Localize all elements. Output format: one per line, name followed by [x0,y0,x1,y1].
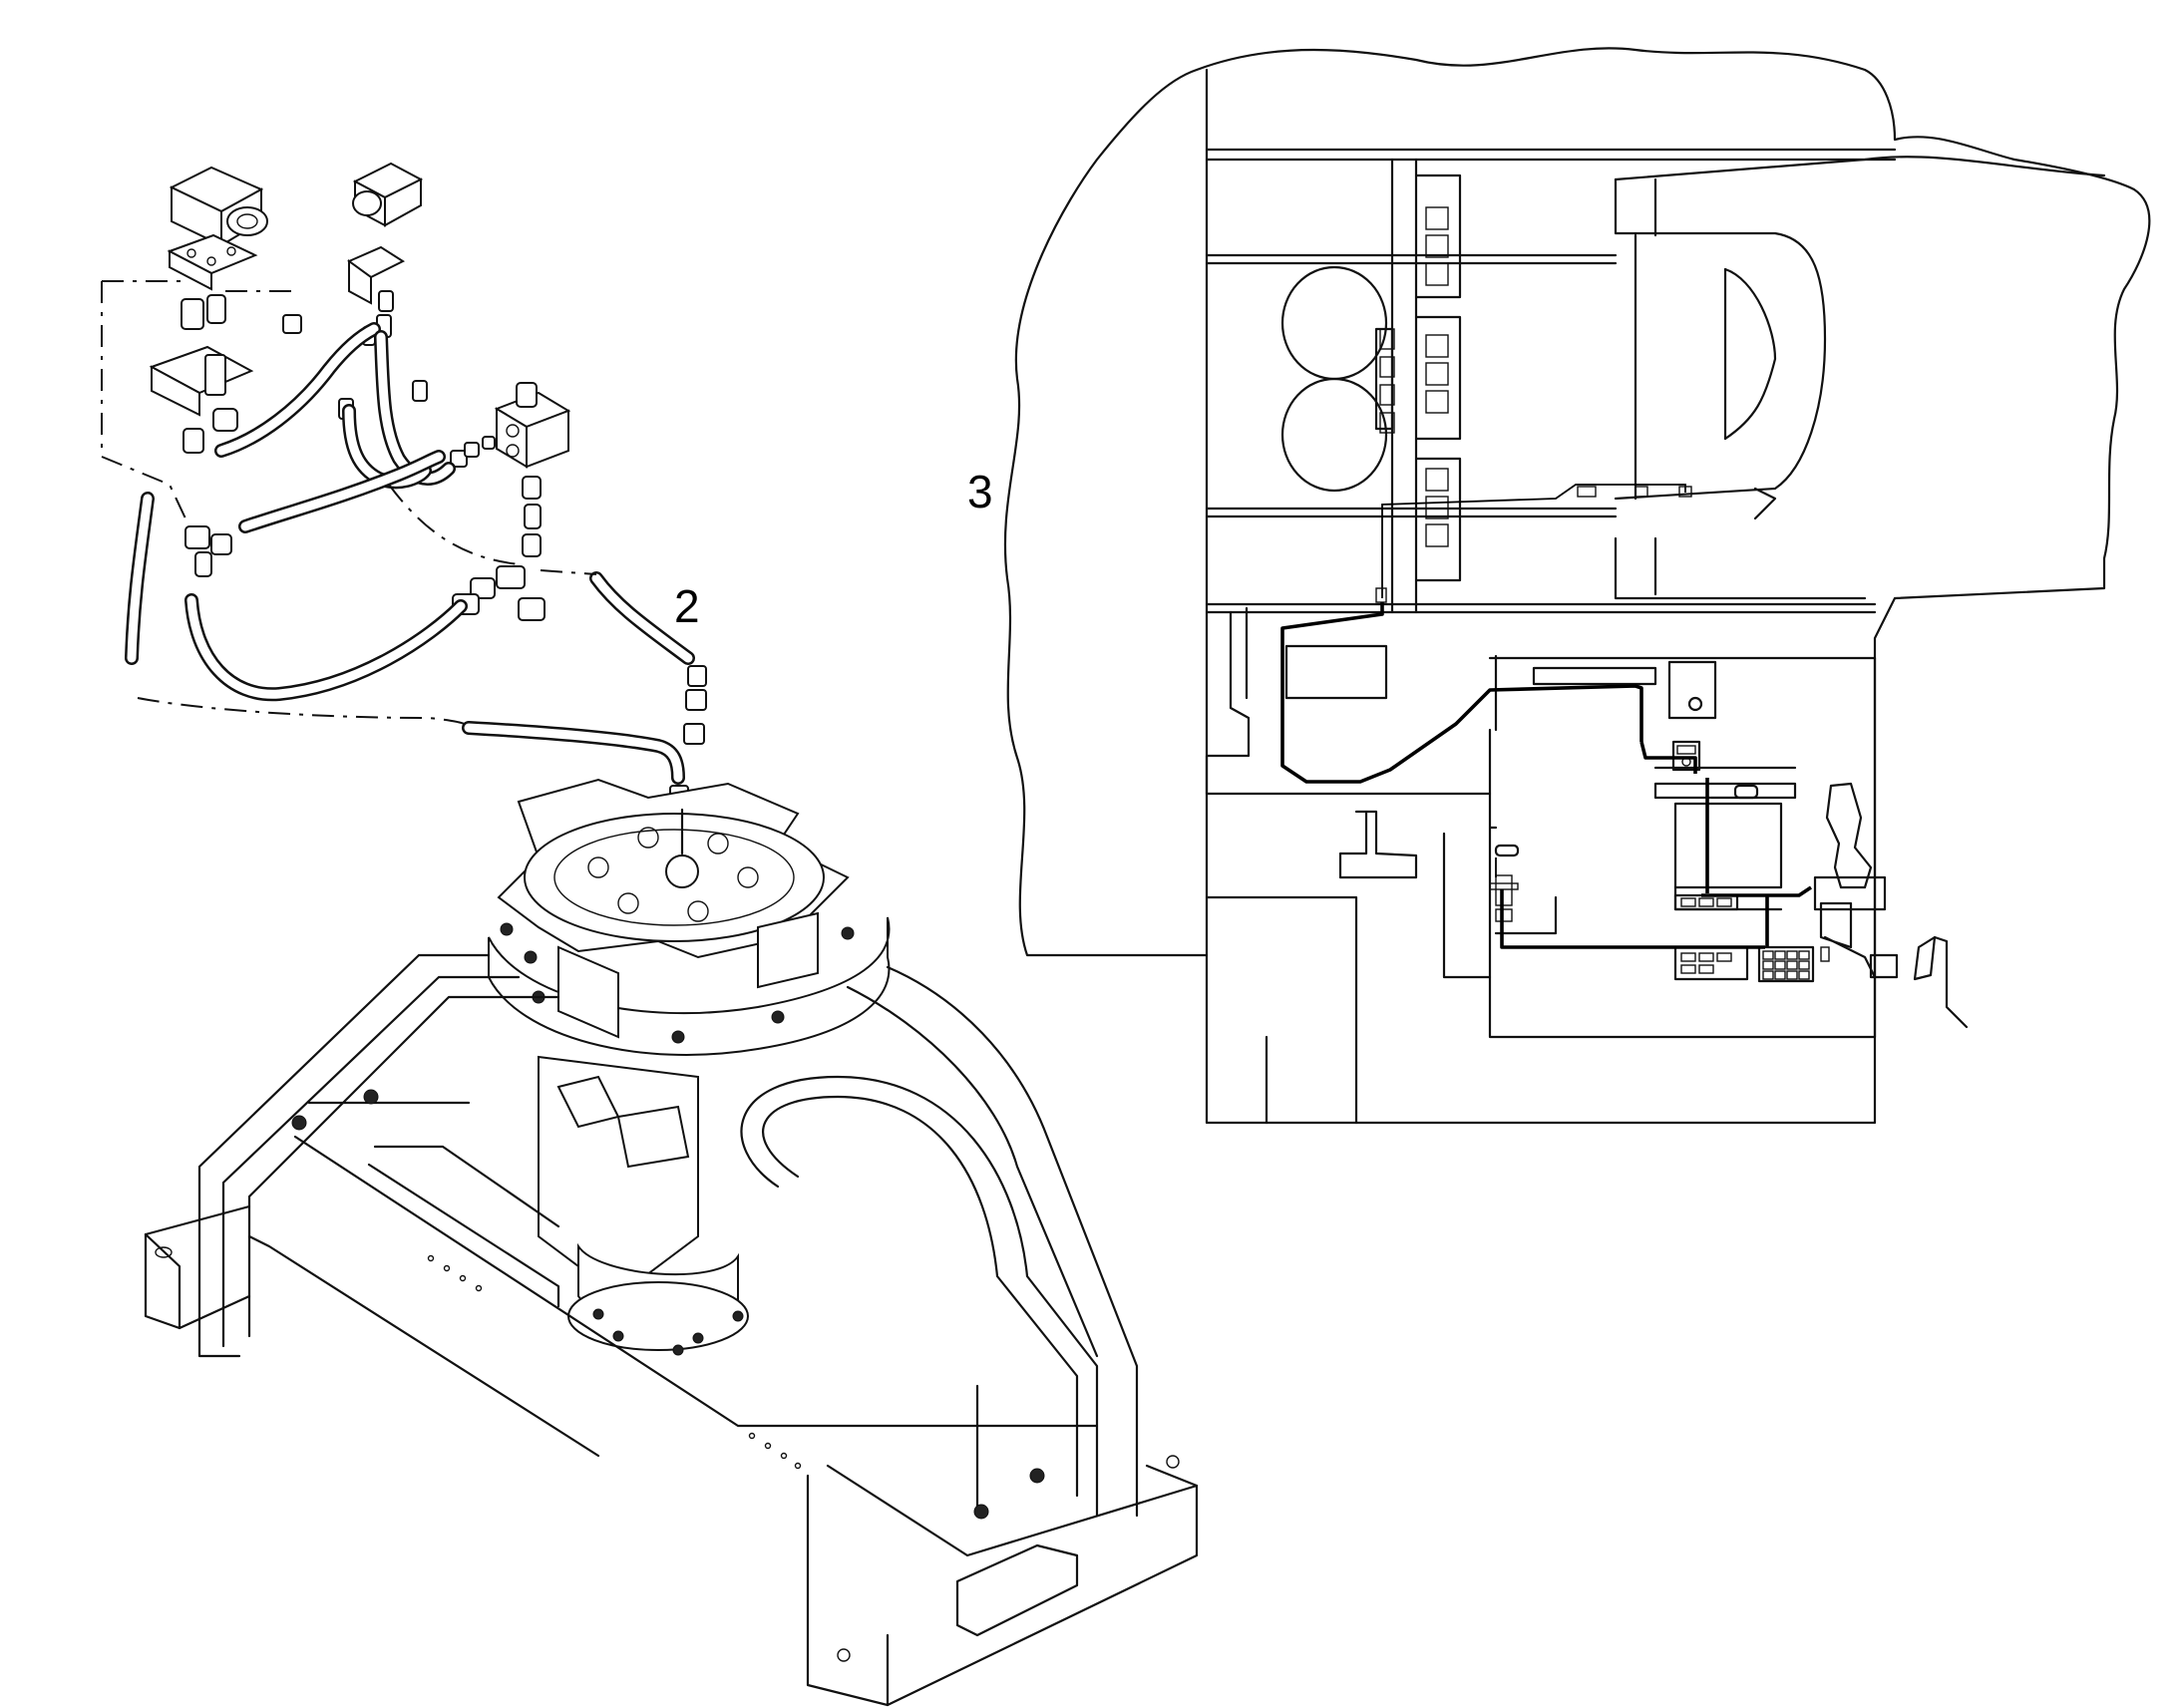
solenoid-valve-left [149,166,302,454]
callout-2: 2 [674,580,700,632]
pressure-block [494,382,571,557]
solenoid-valve-right [347,162,424,346]
assembly-leader-lines [101,280,597,729]
control-panels [1489,740,1830,983]
hydraulic-hoses [125,322,695,785]
wire-harness [1280,602,1643,784]
callout-3: 3 [967,466,993,517]
hydraulic-assembly-view [101,162,1199,1707]
turntable-rotary-joint [488,778,891,1356]
square-markers [1379,206,1449,547]
wiring-plan-view [1003,47,2151,1125]
cab-outline [1003,47,2151,1125]
chassis-frame [144,953,1199,1707]
